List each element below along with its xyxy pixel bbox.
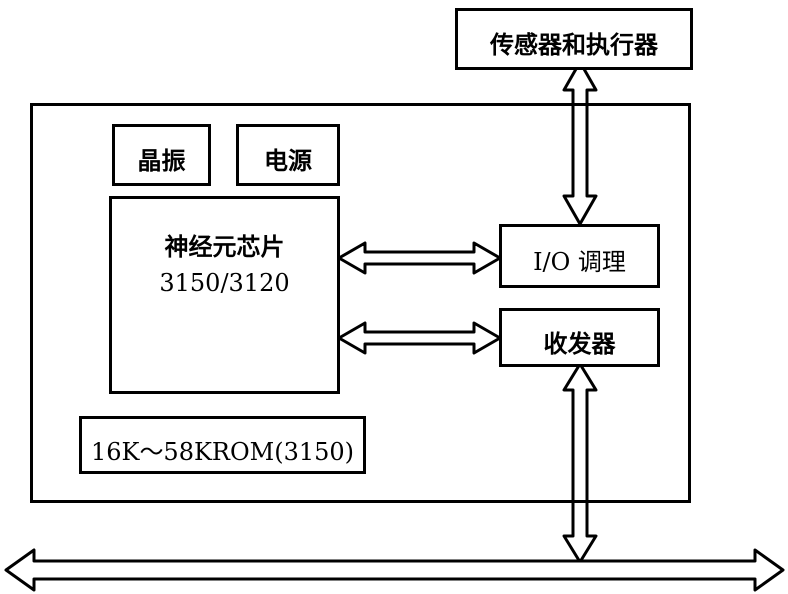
rom-label: 16K～58KROM(3150) xyxy=(90,438,355,466)
transceiver-box: 收发器 xyxy=(499,308,660,367)
network-bus-arrow xyxy=(4,548,785,592)
node-board xyxy=(30,103,691,503)
rom-box: 16K～58KROM(3150) xyxy=(79,416,366,474)
neuron-chip-model: 3150/3120 xyxy=(159,269,290,297)
power-box: 电源 xyxy=(236,124,340,186)
neuron-chip-title: 神经元芯片 xyxy=(164,232,285,261)
sensors-actuators-box: 传感器和执行器 xyxy=(455,8,693,70)
io-conditioning-label: I/O 调理 xyxy=(533,248,626,276)
power-label: 电源 xyxy=(264,146,312,175)
oscillator-label: 晶振 xyxy=(137,146,186,175)
io-conditioning-box: I/O 调理 xyxy=(499,224,660,288)
transceiver-label: 收发器 xyxy=(543,329,616,358)
sensors-actuators-label: 传感器和执行器 xyxy=(490,30,658,59)
oscillator-box: 晶振 xyxy=(112,124,211,186)
neuron-chip-box: 神经元芯片 3150/3120 xyxy=(109,196,340,394)
